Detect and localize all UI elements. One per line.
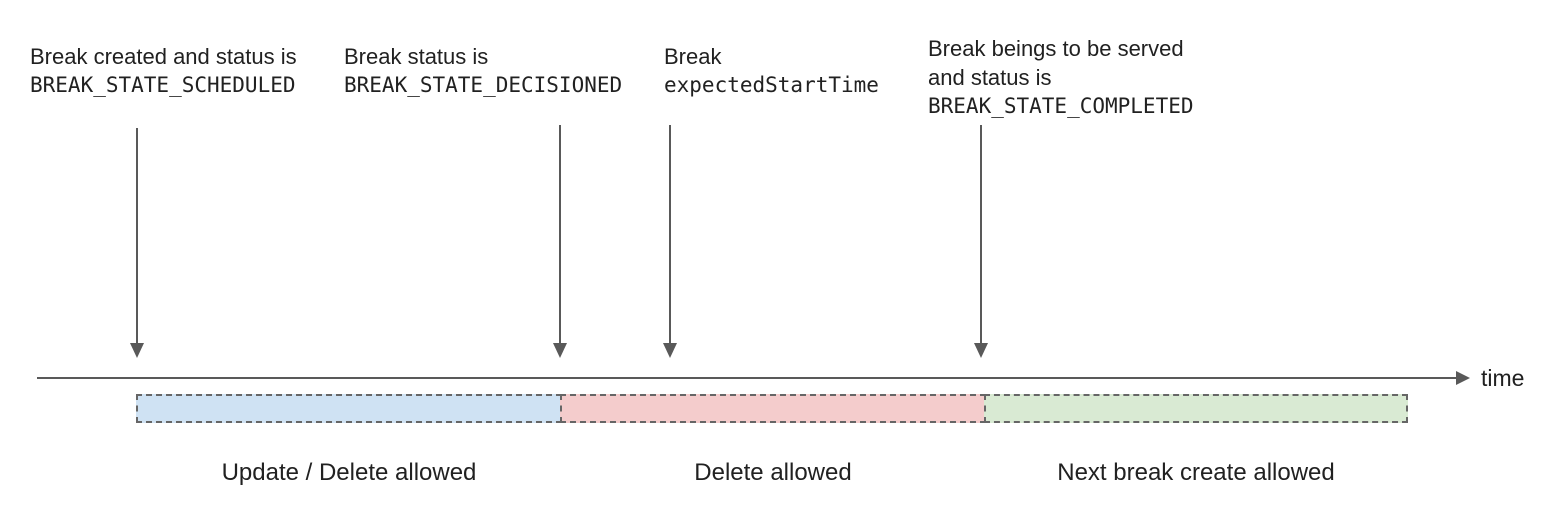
down-arrow-icon-4 [980, 125, 982, 344]
annotation-break-completed: Break beings to be served and status is … [928, 34, 1194, 121]
down-arrowhead-icon-4 [974, 343, 988, 358]
segment-label-delete: Delete allowed [694, 459, 852, 486]
segment-next-break-create-allowed [984, 394, 1408, 423]
down-arrowhead-icon-1 [130, 343, 144, 358]
annotation-text-line: Break [664, 44, 722, 69]
timeline-arrowhead-icon [1456, 371, 1470, 385]
segment-delete-allowed [560, 394, 986, 423]
segment-update-delete-allowed [136, 394, 562, 423]
down-arrow-icon-2 [559, 125, 561, 344]
segment-label-update-delete: Update / Delete allowed [221, 459, 477, 486]
annotation-code-line: expectedStartTime [664, 73, 879, 97]
annotation-break-created: Break created and status is BREAK_STATE_… [30, 42, 297, 100]
annotation-text-line: and status is [928, 65, 1052, 90]
time-axis-label: time [1481, 365, 1525, 391]
annotation-break-decisioned: Break status is BREAK_STATE_DECISIONED [344, 42, 622, 100]
annotation-text-line: Break status is [344, 44, 489, 69]
down-arrowhead-icon-3 [663, 343, 677, 358]
segment-label-next-break: Next break create allowed [1057, 459, 1335, 486]
down-arrow-icon-3 [669, 125, 671, 344]
annotation-text-line: Break beings to be served [928, 36, 1184, 61]
annotation-expected-start-time: Break expectedStartTime [664, 42, 879, 100]
down-arrow-icon-1 [136, 128, 138, 344]
annotation-code-line: BREAK_STATE_SCHEDULED [30, 73, 296, 97]
down-arrowhead-icon-2 [553, 343, 567, 358]
annotation-code-line: BREAK_STATE_COMPLETED [928, 94, 1194, 118]
timeline-axis [37, 377, 1456, 379]
annotation-text-line: Break created and status is [30, 44, 297, 69]
annotation-code-line: BREAK_STATE_DECISIONED [344, 73, 623, 97]
